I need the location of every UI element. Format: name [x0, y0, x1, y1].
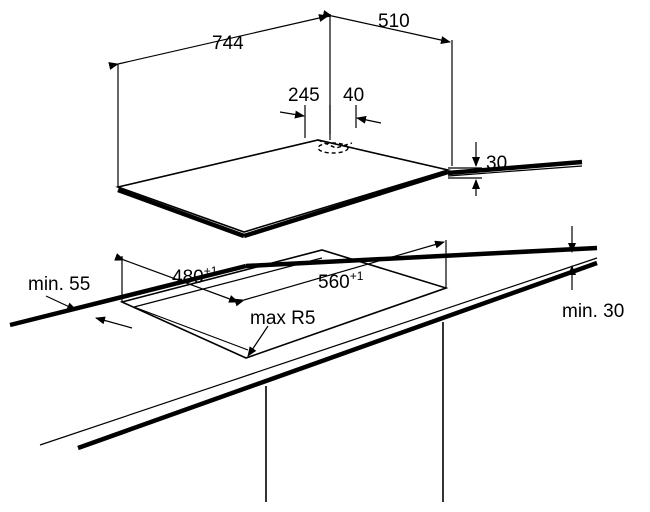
- hob-top-surface: [115, 139, 452, 233]
- label-30: 30: [486, 153, 507, 174]
- label-480: 480+1: [172, 264, 218, 288]
- label-510: 510: [378, 11, 410, 32]
- label-max-r5: max R5: [250, 308, 315, 329]
- label-560: 560+1: [318, 269, 364, 293]
- label-744: 744: [212, 33, 244, 54]
- min-55-dimension: [45, 295, 133, 329]
- hob-hidden-ellipse: [317, 142, 349, 154]
- hob-hidden-part: [317, 139, 353, 149]
- hob-dimensions: [108, 10, 482, 196]
- hob-edge-left: [117, 187, 245, 239]
- worktop-cutout: [114, 240, 449, 359]
- label-min-30: min. 30: [562, 301, 624, 322]
- worktop-back-edge-thin: [447, 165, 583, 177]
- worktop-back-edge: [447, 159, 583, 176]
- worktop: [9, 245, 598, 502]
- label-245: 245: [288, 85, 320, 106]
- hob-edge-right: [243, 169, 449, 239]
- label-40: 40: [343, 85, 364, 106]
- label-min-55: min. 55: [28, 274, 90, 295]
- hob-unit: [115, 139, 452, 239]
